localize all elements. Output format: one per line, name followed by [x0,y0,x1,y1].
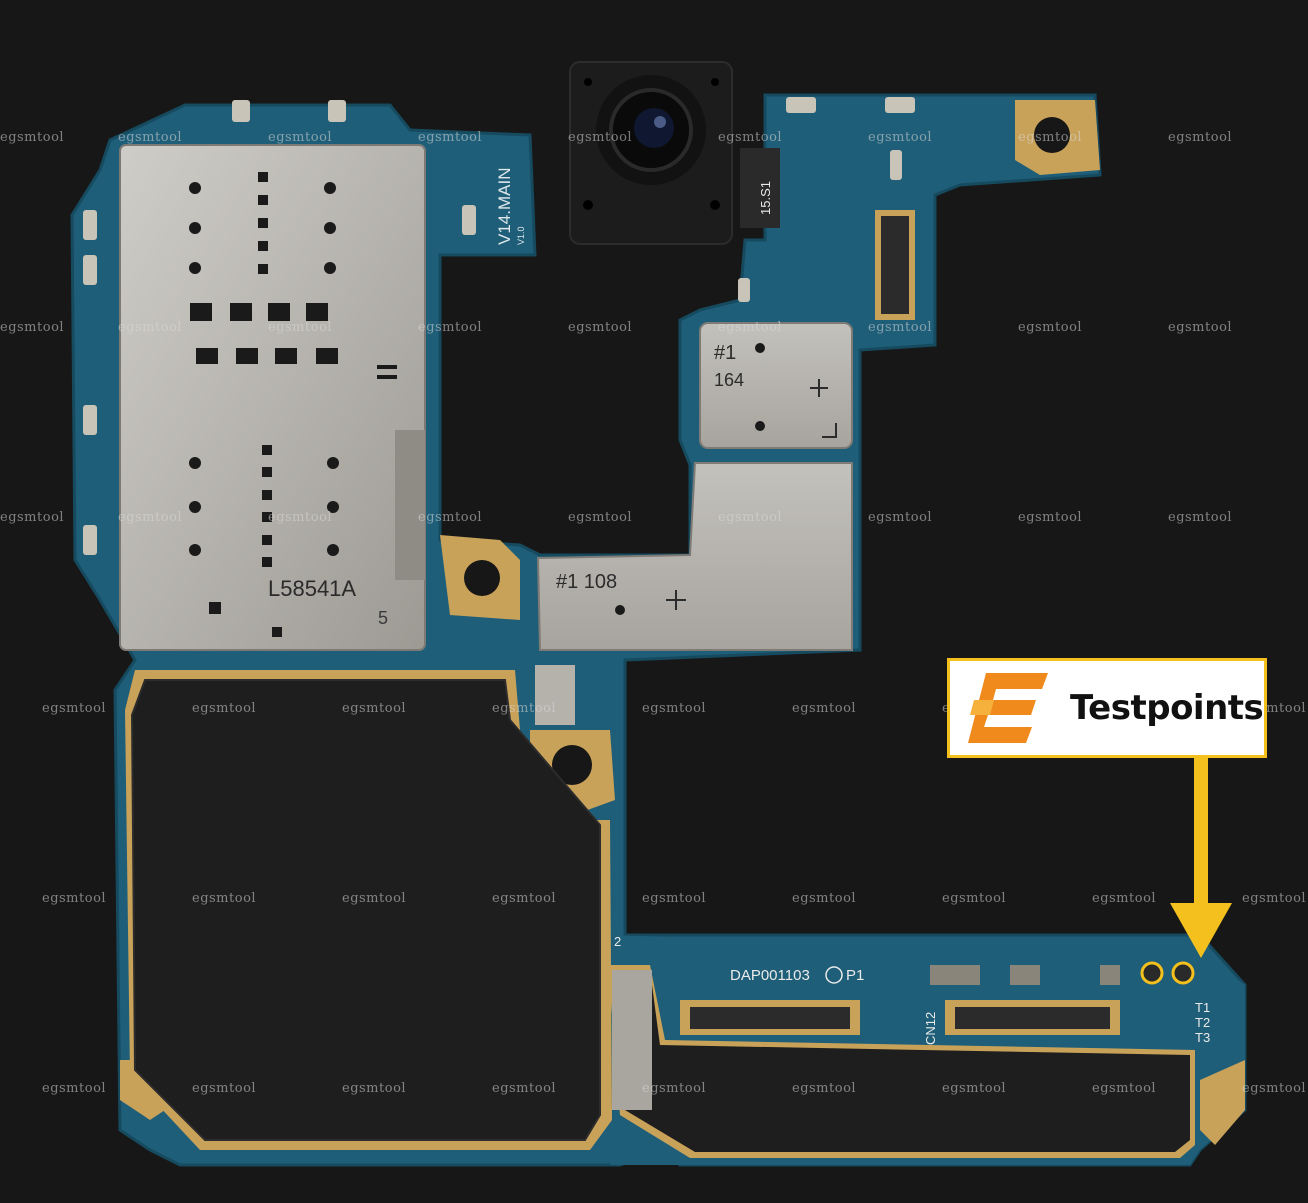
sim-tray-code: L58541A [268,576,356,601]
watermark-text: egsmtool [42,891,107,906]
watermark-text: egsmtool [42,701,107,716]
watermark-text: egsmtool [718,130,783,145]
watermark-text: egsmtool [1018,320,1083,335]
watermark-text: egsmtool [268,320,333,335]
down-arrow-icon [1170,758,1232,958]
marker-label: 2 [614,934,621,949]
board-revision: V14.MAIN [495,168,514,245]
watermark-text: egsmtool [118,510,183,525]
watermark-text: egsmtool [1242,891,1307,906]
watermark-text: egsmtool [868,130,933,145]
test-point-t1: T1 [1195,1000,1210,1015]
watermark-text: egsmtool [792,701,857,716]
watermark-text: egsmtool [418,130,483,145]
part-suffix: P1 [846,967,864,984]
connector-upper-right [875,210,915,320]
watermark-text: egsmtool [192,891,257,906]
watermark-text: egsmtool [1168,320,1233,335]
watermark-text: egsmtool [792,891,857,906]
watermark-text: egsmtool [1242,1081,1307,1096]
watermark-text: egsmtool [568,510,633,525]
watermark-text: egsmtool [642,701,707,716]
watermark-text: egsmtool [868,320,933,335]
testpoints-badge: Testpoints [947,658,1267,758]
test-point-t3: T3 [1195,1030,1210,1045]
watermark-text: egsmtool [792,1081,857,1096]
watermark-text: egsmtool [192,701,257,716]
testpoint-pad-2 [1171,961,1195,985]
watermark-text: egsmtool [1092,891,1157,906]
watermark-text: egsmtool [1168,510,1233,525]
watermark-text: egsmtool [342,891,407,906]
watermark-text: egsmtool [342,701,407,716]
watermark-text: egsmtool [0,510,65,525]
watermark-text: egsmtool [868,510,933,525]
testpoint-pad-1 [1140,961,1164,985]
watermark-text: egsmtool [568,130,633,145]
watermark-text: egsmtool [1018,510,1083,525]
connector-label: CN12 [923,1012,938,1045]
watermark-text: egsmtool [718,320,783,335]
watermark-text: egsmtool [0,320,65,335]
shield-upper-right: #1 164 [699,322,853,449]
watermark-text: egsmtool [642,891,707,906]
smd-components [83,97,1120,985]
watermark-text: egsmtool [642,1081,707,1096]
watermark-text: egsmtool [1092,1081,1157,1096]
watermark-text: egsmtool [718,510,783,525]
watermark-text: egsmtool [268,130,333,145]
part-number: DAP001103 [730,967,810,984]
black-shield-left [125,670,612,1150]
watermark-text: egsmtool [942,891,1007,906]
shield-b-label: #1 108 [556,571,617,593]
e-logo-icon [966,669,1052,747]
camera-module: 15.S1 [569,61,780,245]
board-revision-sub: V1.0 [516,226,526,245]
sim-tray: L58541A 5 [119,144,426,651]
watermark-text: egsmtool [568,320,633,335]
watermark-text: egsmtool [42,1081,107,1096]
watermark-text: egsmtool [342,1081,407,1096]
watermark-text: egsmtool [118,320,183,335]
badge-label: Testpoints [1070,688,1264,728]
watermark-text: egsmtool [192,1081,257,1096]
watermark-text: egsmtool [118,130,183,145]
test-point-t2: T2 [1195,1015,1210,1030]
watermark-text: egsmtool [418,320,483,335]
watermark-text: egsmtool [942,1081,1007,1096]
shield-middle: #1 108 [536,462,853,651]
watermark-text: egsmtool [418,510,483,525]
watermark-text: egsmtool [0,130,65,145]
watermark-text: egsmtool [1168,130,1233,145]
watermark-text: egsmtool [1018,130,1083,145]
flex-label: 15.S1 [758,181,773,215]
watermark-text: egsmtool [268,510,333,525]
watermark-text: egsmtool [492,701,557,716]
shield-a-label: #1 [714,342,736,364]
watermark-text: egsmtool [492,891,557,906]
bottom-board: DAP001103 P1 CN12 2 T1 T2 T3 [608,934,1210,1158]
sim-tray-number: 5 [378,608,388,628]
shield-a-number: 164 [714,370,744,390]
watermark-text: egsmtool [492,1081,557,1096]
